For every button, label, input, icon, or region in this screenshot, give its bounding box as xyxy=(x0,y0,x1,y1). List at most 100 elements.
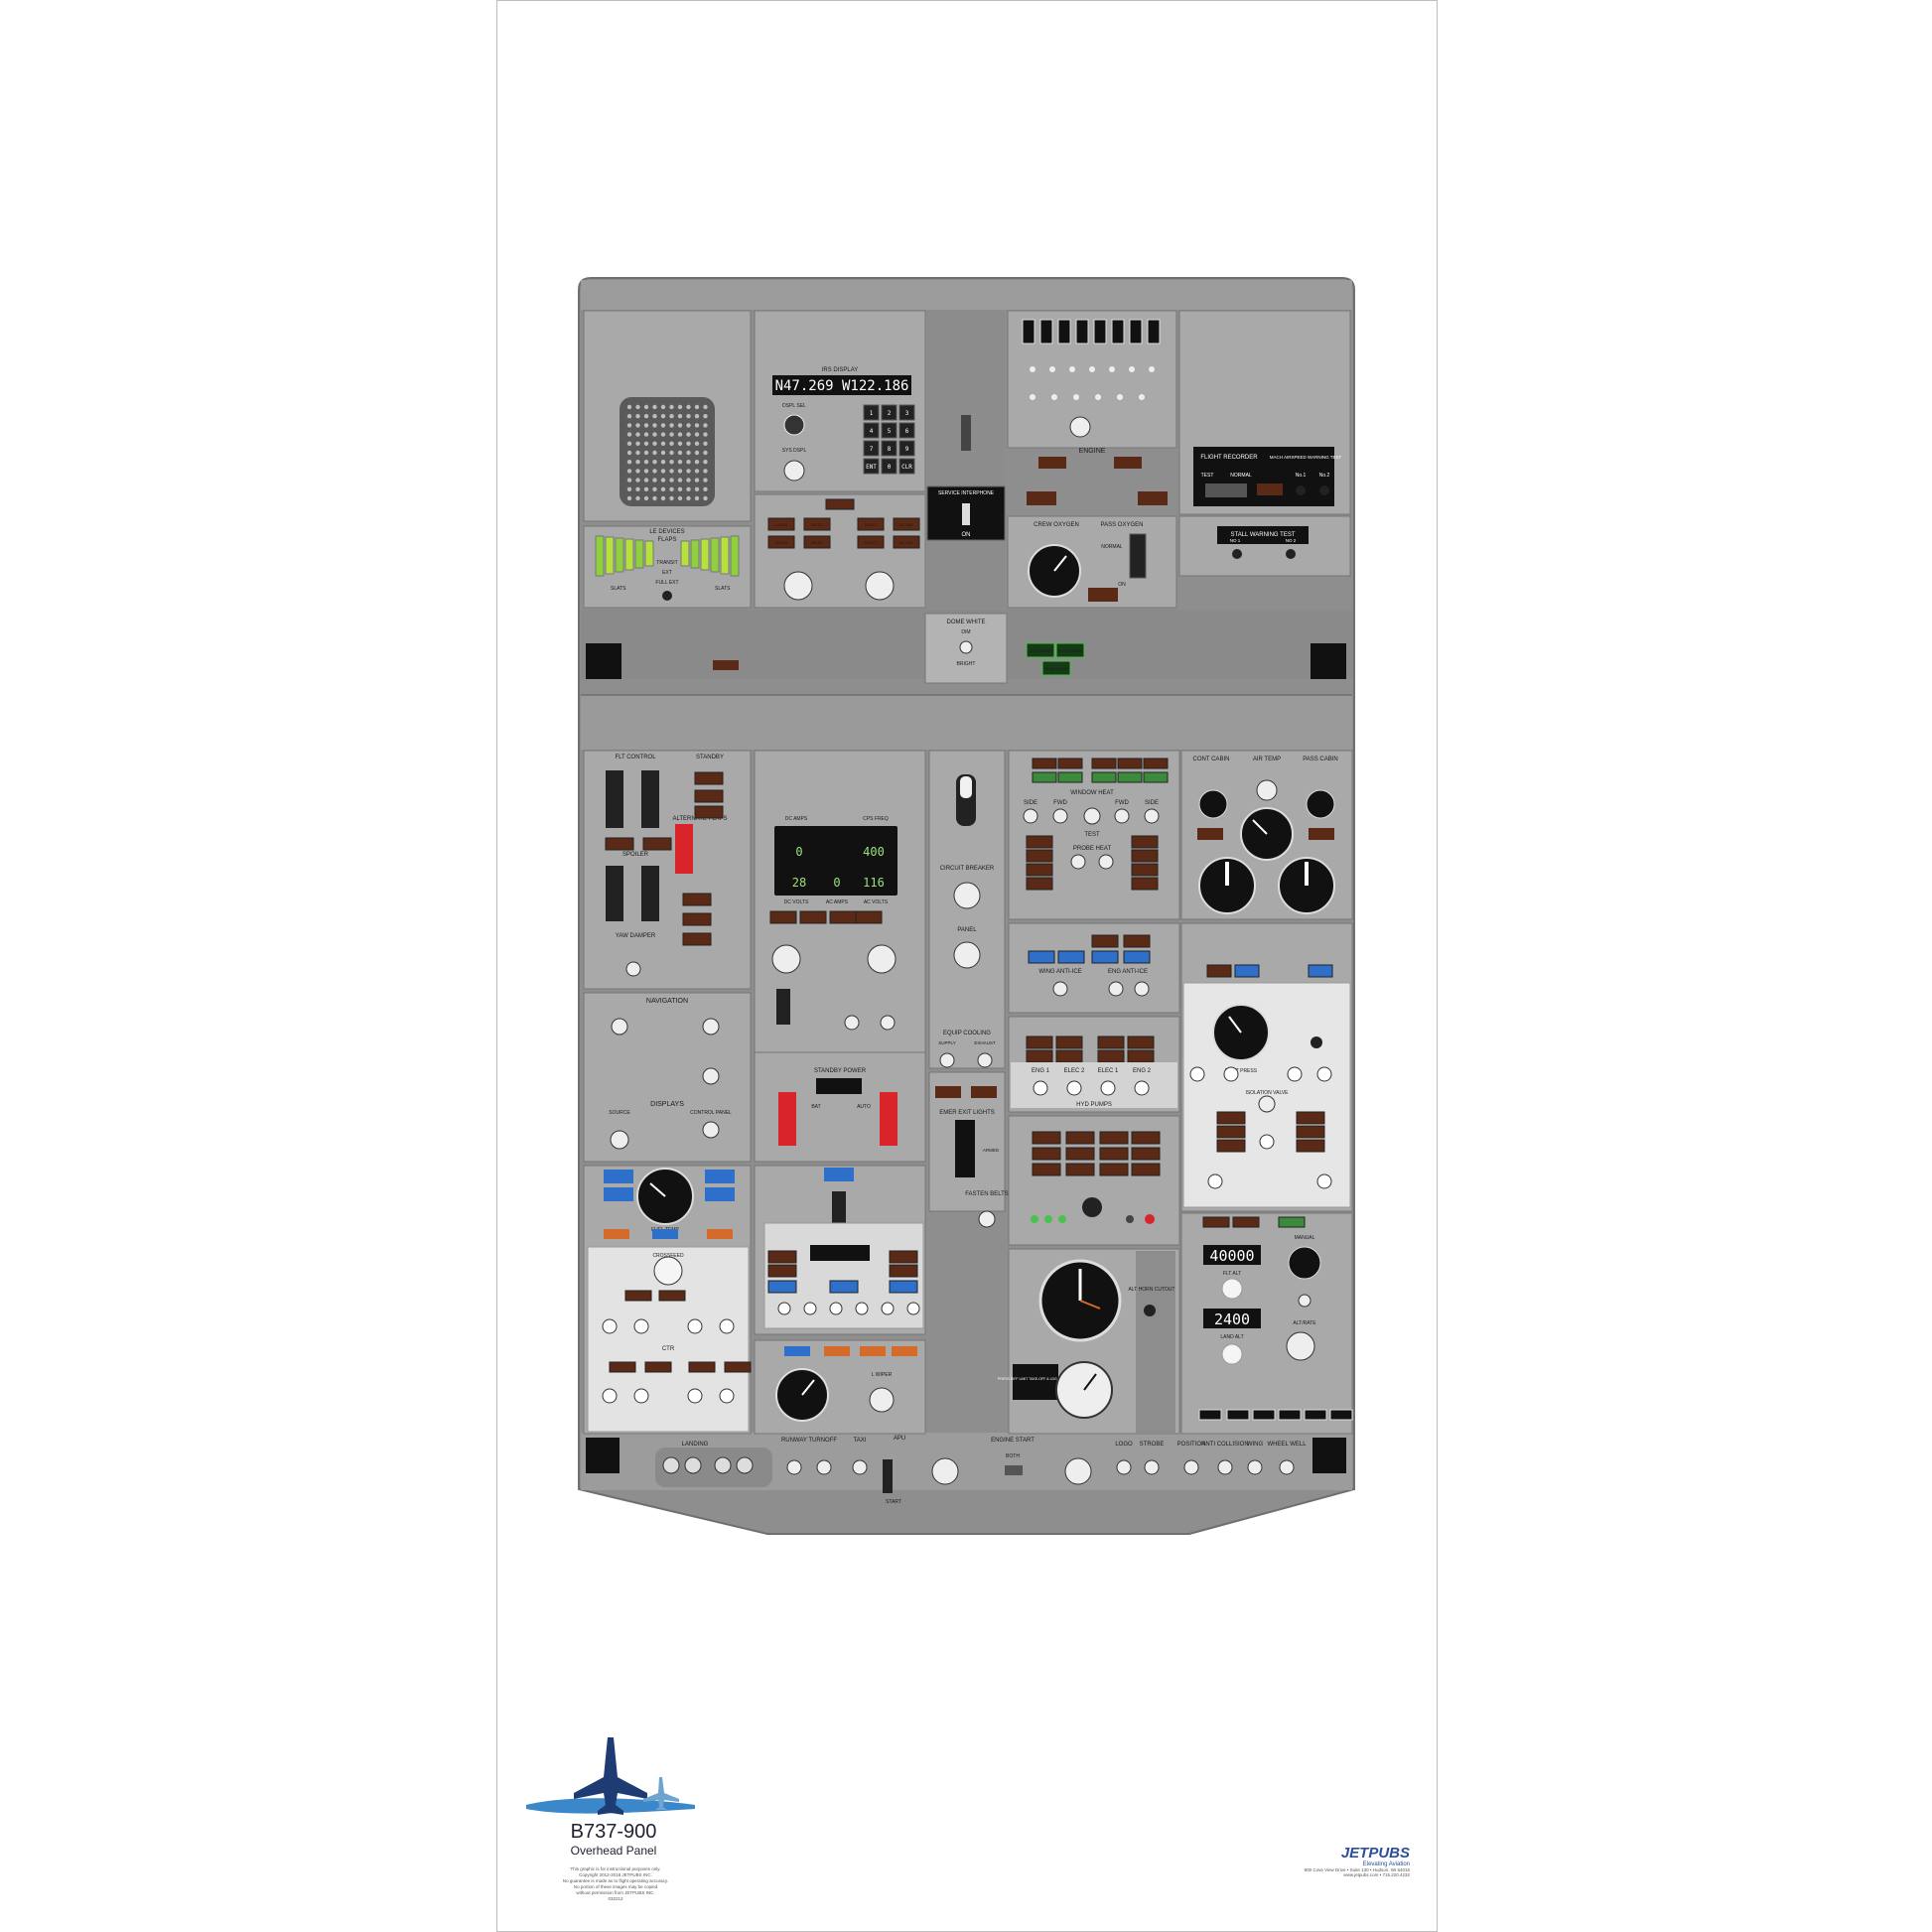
alt-horn-cutout-label: ALT HORN CUTOUT xyxy=(1129,1287,1175,1293)
keypad-key xyxy=(898,404,915,421)
ram-door-gauge-2 xyxy=(1306,789,1335,819)
flight-control-annunciators xyxy=(605,771,724,946)
bottom-right-handle xyxy=(1312,1438,1346,1473)
irs-light-label: DC FAIL xyxy=(898,522,914,527)
door-light xyxy=(1131,1147,1161,1161)
keypad-key xyxy=(863,422,880,439)
gear-light xyxy=(1026,642,1055,658)
ext-label: EXT xyxy=(662,570,672,576)
fr-test-label: TEST xyxy=(1201,473,1214,479)
speaker-grille xyxy=(620,397,715,506)
grille-hole xyxy=(669,404,674,410)
grille-hole xyxy=(677,423,683,428)
press-mode-indicator xyxy=(1304,1409,1327,1421)
grille-hole xyxy=(652,450,657,456)
fasten-belts-switch xyxy=(978,1210,996,1228)
bleed-switch xyxy=(1316,1173,1332,1189)
press-diff-limit-label: PRESS DIFF LIMIT TAKE-OFF & LDG 0.125 PS… xyxy=(998,1377,1073,1381)
grille-hole xyxy=(626,404,632,410)
apu-gen-light xyxy=(824,1168,854,1181)
probe-light xyxy=(1026,863,1053,877)
source-label: SOURCE xyxy=(609,1110,630,1116)
apu-gen-switch xyxy=(855,1302,869,1315)
grille-hole xyxy=(703,495,708,501)
grille-hole xyxy=(652,404,657,410)
le-indicator xyxy=(615,537,624,573)
bottom-left-handle xyxy=(586,1438,620,1473)
nav-switch-1 xyxy=(611,1018,628,1035)
apu-gen-switch xyxy=(906,1302,920,1315)
grille-hole xyxy=(669,414,674,419)
service-interphone-label: SERVICE INTERPHONE xyxy=(938,490,995,496)
irs-light xyxy=(857,535,885,549)
runway-turnoff-label: RUNWAY TURNOFF xyxy=(781,1438,837,1444)
grille-hole xyxy=(652,478,657,483)
bleed-trip-reset xyxy=(1311,1036,1322,1048)
land-alt-value: 2400 xyxy=(1214,1311,1250,1328)
apu-gen-light xyxy=(889,1250,918,1264)
logo-label: LOGO xyxy=(1115,1442,1133,1448)
grille-hole xyxy=(669,423,674,428)
wh-position-label: FWD xyxy=(1115,800,1129,806)
apu-start-switch xyxy=(883,1459,893,1493)
drive-dot xyxy=(1139,394,1145,400)
stall-test-button-1 xyxy=(1232,549,1242,559)
drive-selector-knob xyxy=(1069,416,1091,438)
keypad-key-label: CLR xyxy=(901,464,912,471)
keypad-key xyxy=(898,458,915,475)
speaker-grille-holes xyxy=(626,404,708,501)
door-annunciators xyxy=(1032,1131,1161,1176)
drive-indicator-bars xyxy=(1022,319,1161,345)
flt-light xyxy=(694,771,724,785)
landing-switch xyxy=(714,1456,732,1474)
flt-light xyxy=(682,893,712,906)
fuel-pump-light xyxy=(688,1361,716,1373)
probe-light xyxy=(1026,835,1053,849)
disclaimer-line: No guarantee is made as to flight operat… xyxy=(562,1878,669,1883)
runway-turnoff-switches xyxy=(786,1459,868,1475)
pass-oxygen-on-label: ON xyxy=(1118,582,1126,588)
equip-supply-label: SUPPLY xyxy=(938,1040,955,1045)
dsp-sel-label: DSPL SEL xyxy=(782,403,806,409)
grille-hole xyxy=(635,495,640,501)
grille-hole xyxy=(635,432,640,437)
emer-exit-lights-label: EMER EXIT LIGHTS xyxy=(939,1110,995,1116)
alternate-flaps-guard xyxy=(675,824,693,874)
grille-hole xyxy=(669,478,674,483)
stall-warning-label: STALL WARNING TEST xyxy=(1230,532,1295,538)
keypad-key xyxy=(881,458,897,475)
temp-selector-knob xyxy=(1256,779,1278,801)
grille-hole xyxy=(677,441,683,446)
apu-gen-switch xyxy=(829,1302,843,1315)
grille-hole xyxy=(643,404,649,410)
grille-hole xyxy=(643,423,649,428)
grille-hole xyxy=(686,450,691,456)
drive-dot xyxy=(1089,366,1095,372)
green-light-3 xyxy=(1058,1215,1066,1223)
grille-hole xyxy=(669,441,674,446)
grille-hole xyxy=(660,450,666,456)
dc-amps-value: 0 xyxy=(795,845,802,859)
hydraulic-annunciators xyxy=(1026,1035,1155,1063)
apu-gen-switch xyxy=(777,1302,791,1315)
stall-warning-module xyxy=(1178,515,1351,577)
engine-start-knob-1 xyxy=(931,1457,959,1485)
ctr-label: CTR xyxy=(662,1346,675,1352)
dome-dim-label: DIM xyxy=(961,629,970,635)
grille-hole xyxy=(660,469,666,474)
fuel-pump-light xyxy=(609,1361,636,1373)
poster-title-block: B737-900 Overhead Panel xyxy=(544,1821,683,1858)
brand-tagline: Elevating Aviation xyxy=(1362,1862,1410,1867)
fuel-pump-switch xyxy=(633,1388,649,1404)
flight-recorder-off-light xyxy=(1257,483,1283,495)
standby-auto-label: AUTO xyxy=(857,1104,871,1110)
keypad-key-label: 5 xyxy=(888,428,892,435)
probe-light xyxy=(1131,877,1159,891)
wiper-light-2 xyxy=(824,1346,850,1356)
dsp-sel-knob xyxy=(783,414,805,436)
grille-hole xyxy=(626,414,632,419)
crew-oxygen-label: CREW OXYGEN xyxy=(1034,522,1079,528)
